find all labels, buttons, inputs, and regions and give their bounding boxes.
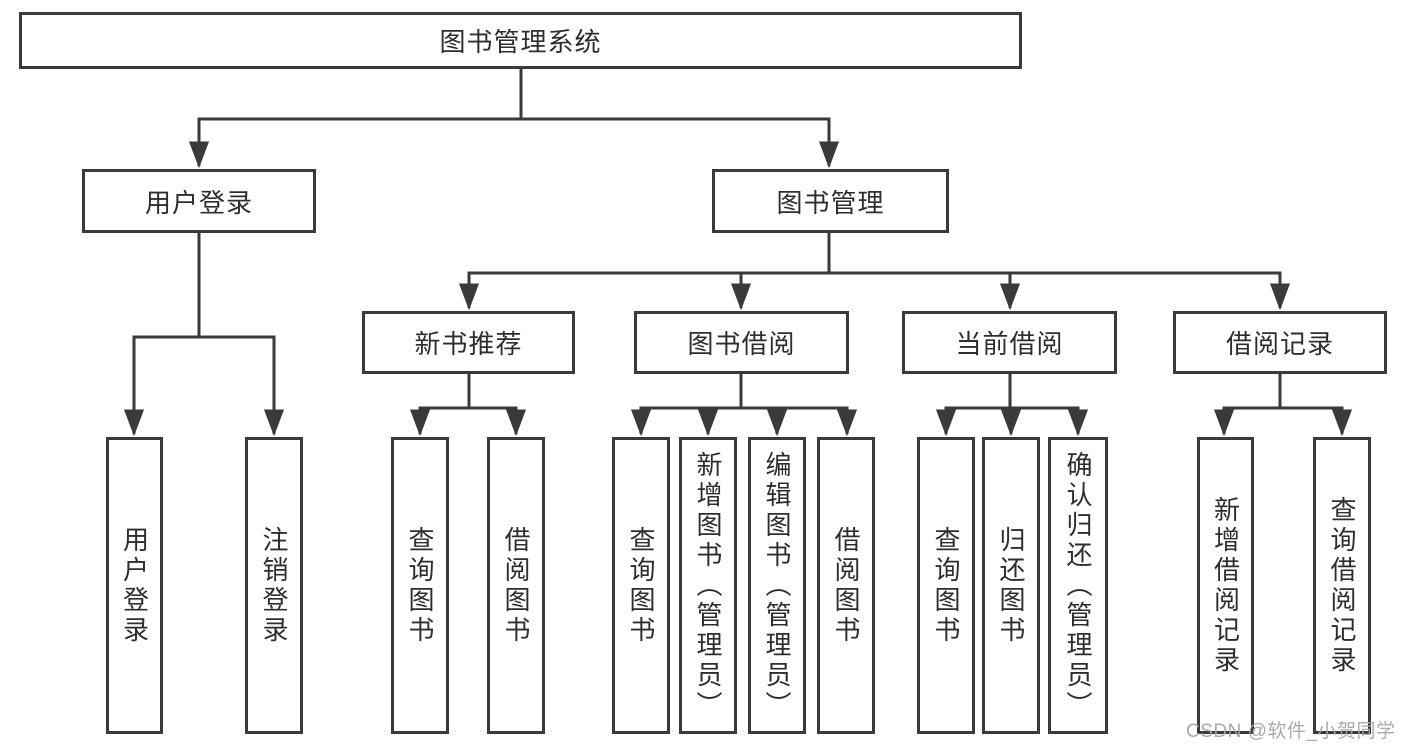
connectors-book-management — [458, 233, 1291, 311]
connectors-current-borrow — [935, 374, 1089, 437]
leaf-logout: 注销登录 — [245, 437, 303, 734]
node-root: 图书管理系统 — [19, 12, 1022, 69]
leaf-return-book: 归还图书 — [982, 437, 1040, 734]
node-borrow-records: 借阅记录 — [1173, 311, 1387, 374]
connectors-user-login — [123, 233, 285, 437]
leaf-borrow-books-1: 借阅图书 — [487, 437, 545, 734]
connectors-borrow-records — [1213, 374, 1353, 437]
leaf-confirm-return-admin: 确认归还（管理员） — [1048, 437, 1108, 734]
connectors-book-borrow — [630, 374, 858, 437]
connectors-new-book-recommend — [409, 374, 527, 437]
leaf-edit-book-admin: 编辑图书（管理员） — [748, 437, 806, 734]
leaf-query-books-1: 查询图书 — [391, 437, 449, 734]
watermark: CSDN @软件_小贺同学 — [1186, 721, 1396, 742]
node-user-login: 用户登录 — [82, 169, 316, 233]
leaf-query-borrow-record: 查询借阅记录 — [1313, 437, 1371, 734]
node-book-management: 图书管理 — [712, 169, 949, 233]
leaf-borrow-books-2: 借阅图书 — [817, 437, 875, 734]
leaf-query-books-2: 查询图书 — [612, 437, 670, 734]
node-new-book-recommend: 新书推荐 — [362, 311, 575, 374]
node-book-borrow: 图书借阅 — [634, 311, 849, 374]
leaf-add-book-admin: 新增图书（管理员） — [679, 437, 737, 734]
connectors-root — [188, 67, 840, 169]
leaf-add-borrow-record: 新增借阅记录 — [1197, 437, 1254, 734]
leaf-query-books-3: 查询图书 — [917, 437, 975, 734]
node-current-borrow: 当前借阅 — [902, 311, 1117, 374]
leaf-user-login: 用户登录 — [106, 437, 163, 734]
